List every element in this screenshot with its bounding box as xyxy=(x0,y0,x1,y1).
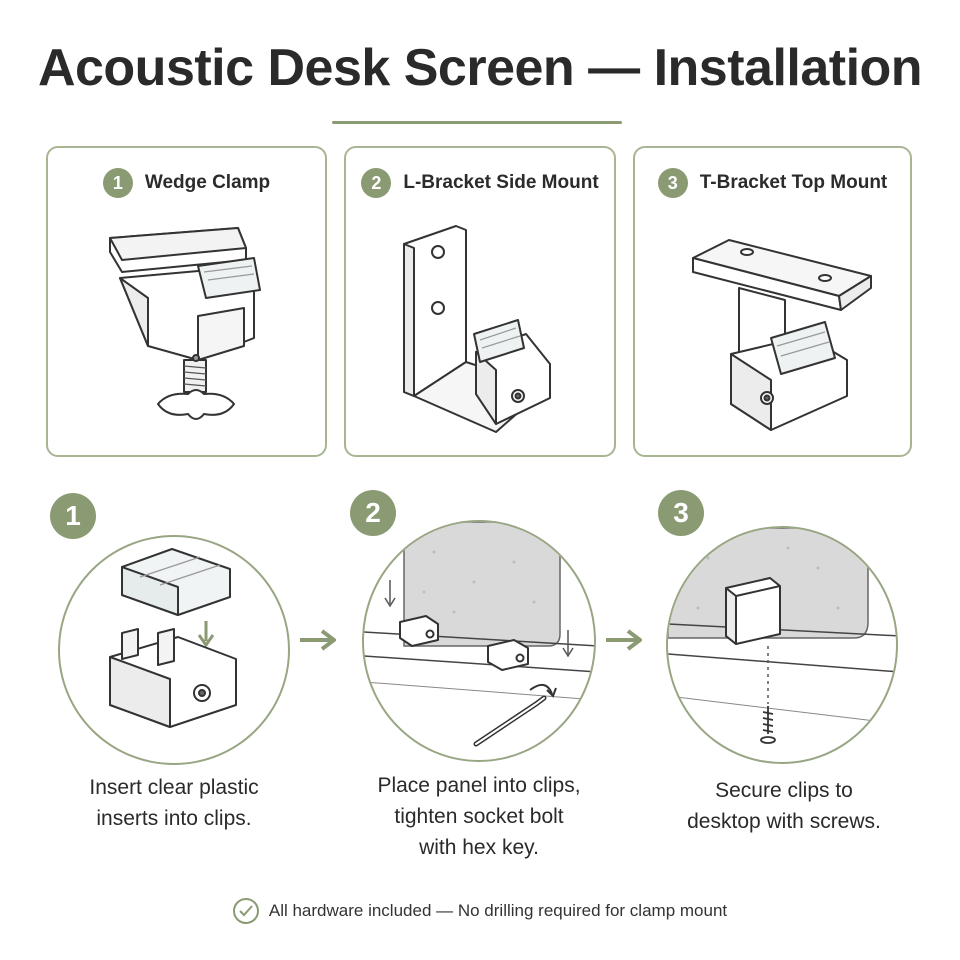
caption-line: desktop with screws. xyxy=(687,810,881,833)
caption-line: tighten socket bolt xyxy=(394,805,564,828)
mount-number-badge: 1 xyxy=(102,168,133,198)
step-number-badge: 2 xyxy=(350,490,396,536)
wedge-clamp-illustration xyxy=(109,227,261,420)
place-panel-illustration xyxy=(364,522,594,747)
caption-line: with hex key. xyxy=(419,836,539,859)
footer-text: All hardware included — No drilling requ… xyxy=(268,901,728,920)
insert-clip-illustration xyxy=(109,548,237,728)
page-title: Acoustic Desk Screen — Installation xyxy=(37,39,923,97)
caption-line: Secure clips to xyxy=(715,779,853,802)
step-1-circle xyxy=(58,535,290,765)
arrow-right-icon xyxy=(606,629,642,651)
caption-line: Insert clear plastic xyxy=(89,776,259,799)
mount-label: Wedge Clamp xyxy=(144,172,271,193)
caption-line: inserts into clips. xyxy=(96,807,252,830)
mount-label: L-Bracket Side Mount xyxy=(403,172,599,193)
check-icon xyxy=(232,898,259,924)
mount-card-t-bracket: 3 T-Bracket Top Mount xyxy=(633,146,912,457)
footer-note: All hardware included — No drilling requ… xyxy=(0,898,960,924)
step-2-caption: Place panel into clips, tighten socket b… xyxy=(344,770,614,863)
mount-card-wedge-clamp: 1 Wedge Clamp xyxy=(46,146,327,457)
arrow-right-icon xyxy=(300,629,336,651)
step-3-caption: Secure clips to desktop with screws. xyxy=(660,775,908,837)
step-number-badge: 1 xyxy=(50,493,96,539)
mount-label: T-Bracket Top Mount xyxy=(699,172,888,193)
mount-number-badge: 3 xyxy=(657,168,688,198)
step-3-circle xyxy=(666,526,898,764)
step-2-circle xyxy=(362,520,596,762)
t-bracket-illustration xyxy=(692,239,872,431)
caption-line: Place panel into clips, xyxy=(377,774,581,797)
step-1-caption: Insert clear plastic inserts into clips. xyxy=(48,772,300,834)
mount-number-badge: 2 xyxy=(361,168,392,198)
l-bracket-illustration xyxy=(403,225,551,433)
title-divider xyxy=(332,121,622,124)
secure-screws-illustration xyxy=(668,528,896,744)
mount-card-l-bracket: 2 L-Bracket Side Mount xyxy=(344,146,616,457)
